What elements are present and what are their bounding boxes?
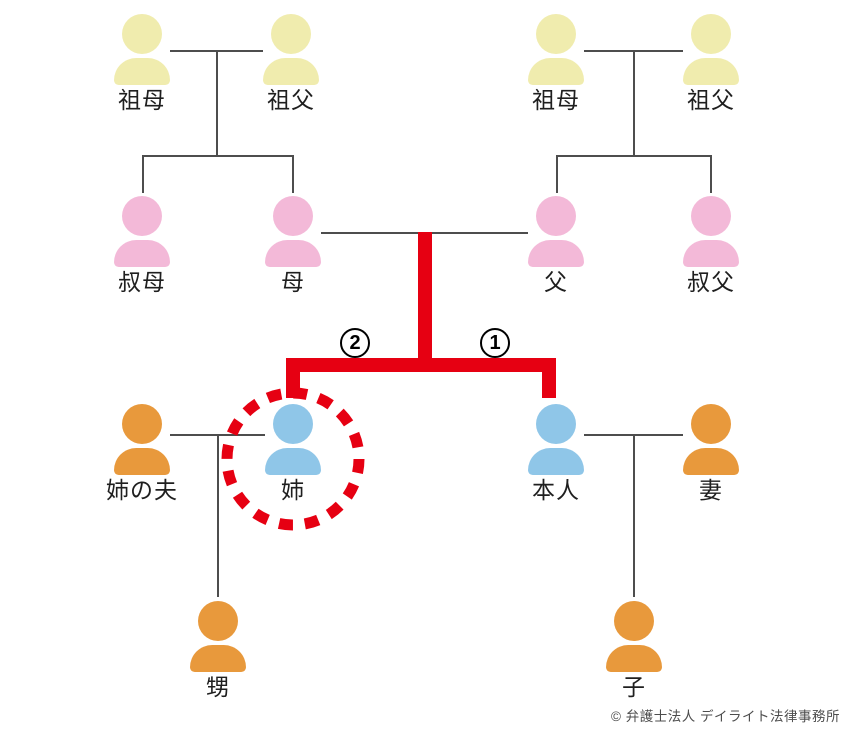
icon-torso: [265, 448, 321, 475]
icon-head: [273, 404, 313, 444]
icon-head: [691, 196, 731, 236]
drop-line-aunt: [142, 155, 144, 193]
person-grandfather-maternal: 祖父: [231, 14, 351, 113]
sibling-bar-paternal: [556, 155, 711, 157]
icon-torso: [528, 58, 584, 85]
icon-torso: [528, 240, 584, 267]
inheritance-drop-self: [542, 358, 556, 398]
icon-torso: [263, 58, 319, 85]
person-icon: [190, 601, 246, 672]
icon-head: [198, 601, 238, 641]
icon-torso: [683, 58, 739, 85]
rank-marker-1-digit: 1: [489, 331, 501, 354]
person-grandmother-paternal: 祖母: [496, 14, 616, 113]
person-icon: [683, 14, 739, 85]
icon-head: [536, 196, 576, 236]
person-label: 甥: [206, 674, 230, 700]
person-icon: [528, 196, 584, 267]
icon-head: [122, 404, 162, 444]
person-icon: [265, 196, 321, 267]
inheritance-sibling-bar: [286, 358, 556, 372]
sibling-bar-maternal: [142, 155, 293, 157]
descent-line-child: [633, 434, 635, 597]
person-icon: [683, 404, 739, 475]
icon-head: [536, 14, 576, 54]
rank-marker-2-digit: 2: [349, 331, 361, 354]
icon-head: [691, 404, 731, 444]
person-label: 叔母: [118, 269, 166, 295]
person-icon: [114, 14, 170, 85]
person-icon: [528, 14, 584, 85]
person-aunt: 叔母: [82, 196, 202, 295]
icon-torso: [190, 645, 246, 672]
icon-torso: [528, 448, 584, 475]
descent-line-paternal-grandparents: [633, 50, 635, 155]
person-icon: [114, 196, 170, 267]
person-uncle: 叔父: [651, 196, 771, 295]
person-grandmother-maternal: 祖母: [82, 14, 202, 113]
person-label: 叔父: [687, 269, 735, 295]
person-sisters-husband: 姉の夫: [82, 404, 202, 503]
icon-torso: [114, 240, 170, 267]
inheritance-descent-line: [418, 232, 432, 372]
person-icon: [606, 601, 662, 672]
person-wife: 妻: [651, 404, 771, 503]
person-label: 祖母: [118, 87, 166, 113]
dashed-circle: [221, 387, 365, 531]
person-sister: 姉: [233, 404, 353, 503]
icon-torso: [265, 240, 321, 267]
icon-torso: [606, 645, 662, 672]
drop-line-father: [556, 155, 558, 193]
person-label: 姉: [281, 477, 305, 503]
icon-head: [271, 14, 311, 54]
person-label: 祖母: [532, 87, 580, 113]
icon-head: [536, 404, 576, 444]
icon-torso: [683, 240, 739, 267]
person-label: 子: [622, 674, 646, 700]
person-icon: [114, 404, 170, 475]
person-label: 父: [544, 269, 568, 295]
person-icon: [263, 14, 319, 85]
drop-line-mother: [292, 155, 294, 193]
drop-line-uncle: [710, 155, 712, 193]
person-mother: 母: [233, 196, 353, 295]
person-grandfather-paternal: 祖父: [651, 14, 771, 113]
person-child: 子: [574, 601, 694, 700]
icon-torso: [683, 448, 739, 475]
descent-line-nephew: [217, 434, 219, 597]
person-label: 母: [281, 269, 305, 295]
icon-torso: [114, 58, 170, 85]
rank-marker-2: 2: [340, 328, 370, 358]
person-nephew: 甥: [158, 601, 278, 700]
person-icon: [528, 404, 584, 475]
person-father: 父: [496, 196, 616, 295]
person-label: 姉の夫: [106, 477, 178, 503]
person-icon: [265, 404, 321, 475]
person-label: 本人: [532, 477, 580, 503]
copyright-text: © 弁護士法人 デイライト法律事務所: [611, 709, 840, 724]
person-label: 祖父: [687, 87, 735, 113]
icon-head: [614, 601, 654, 641]
icon-torso: [114, 448, 170, 475]
person-label: 祖父: [267, 87, 315, 113]
icon-head: [691, 14, 731, 54]
rank-marker-1: 1: [480, 328, 510, 358]
person-self: 本人: [496, 404, 616, 503]
icon-head: [273, 196, 313, 236]
sister-highlight-circle: [221, 387, 365, 531]
icon-head: [122, 14, 162, 54]
person-icon: [683, 196, 739, 267]
descent-line-maternal-grandparents: [216, 50, 218, 155]
person-label: 妻: [699, 477, 723, 503]
icon-head: [122, 196, 162, 236]
